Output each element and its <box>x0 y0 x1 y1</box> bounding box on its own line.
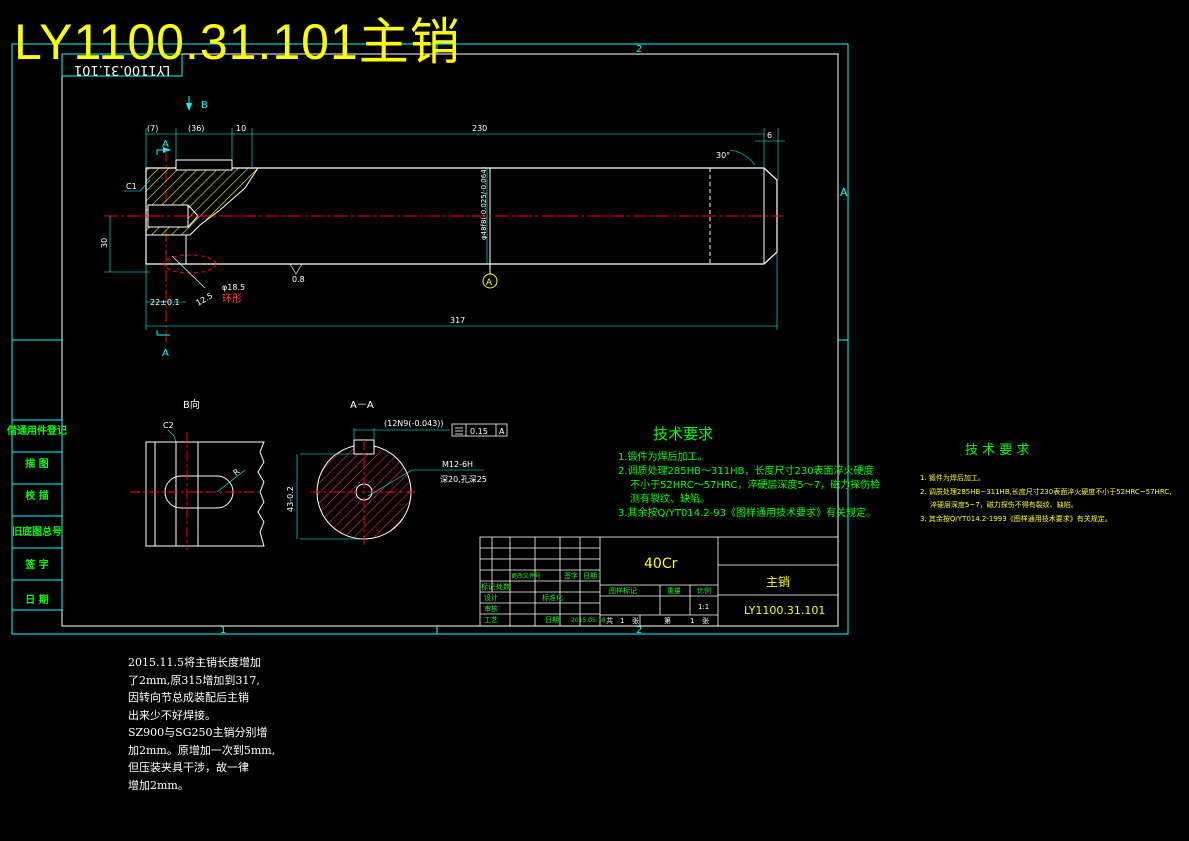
side-registry: 借通用件登记 描 图 校 描 旧底图总号 签 字 日 期 <box>6 419 67 611</box>
dim-keyway: (12N9(-0.043)) <box>384 419 444 428</box>
side-label-5: 日 期 <box>25 593 48 606</box>
material: 40Cr <box>644 556 678 572</box>
tech-req2-title: 技 术 要 求 <box>965 443 1029 458</box>
tech-req-line-0: 1.锻件为焊后加工。 <box>618 450 708 463</box>
section-a-bottom-label: A <box>162 348 169 359</box>
drawing-title: LY1100.31.101主销 <box>14 14 461 70</box>
tech-req-line-4: 3.其余按Q/YT014.2-93《图样通用技术要求》有关规定。 <box>618 506 876 519</box>
design-label: 设计 <box>484 593 498 602</box>
zone-bottom-1: 1 <box>220 625 226 636</box>
part-name: 主销 <box>766 575 790 589</box>
dim-317: 317 <box>450 316 465 325</box>
section-a-a[interactable]: A－A (12N9(-0.043)) 0.15 A 43-0.2 M12-6H … <box>286 400 508 548</box>
tech-req2-line-1: 2. 调质处理285HB~311HB,长度尺寸230表面淬火硬度不小于52HRC… <box>920 487 1171 496</box>
zone-bottom-2: 2 <box>636 625 642 636</box>
col-mark: 标记 <box>481 582 495 591</box>
dim-6: 6 <box>767 131 772 140</box>
review-label: 审核 <box>484 604 498 613</box>
section-title: A－A <box>350 400 374 411</box>
rough-125: 12.5 <box>195 291 215 308</box>
tech-req-line-1: 2.调质处理285HB～311HB，长度尺寸230表面淬火硬度 <box>618 464 874 477</box>
dim-r: R <box>232 467 242 478</box>
dim-36: (36) <box>188 124 204 133</box>
dim-30deg: 30° <box>716 151 730 160</box>
sheet-no-value: 1 <box>690 617 694 625</box>
tech-req-title: 技术要求 <box>653 425 713 443</box>
dim-7: (7) <box>147 124 158 133</box>
weight-label: 重量 <box>667 587 681 595</box>
tech-req2-line-0: 1. 锻件为焊后加工。 <box>920 473 985 482</box>
stamp-code: LY1100.31.101 <box>74 62 170 77</box>
col-doc: 更改文件号 <box>511 572 541 580</box>
dim-c1: C1 <box>126 182 137 191</box>
rough-08: 0.8 <box>292 275 305 284</box>
change-note: 2015.11.5将主销长度增加 了2mm,原315增加到317, 因转向节总成… <box>128 654 276 794</box>
side-label-2: 校 描 <box>25 489 48 502</box>
dim-43: 43-0.2 <box>286 486 295 512</box>
scale-label: 比例 <box>697 586 711 595</box>
zone-top-2: 2 <box>636 44 642 55</box>
total-label: 共 <box>606 616 613 625</box>
change-note-line: 出来少不好焊接。 <box>128 708 216 722</box>
drawing-frame: 2 1 2 A <box>11 43 849 636</box>
part-code: LY1100.31.101 <box>744 604 825 617</box>
total-value: 1 <box>620 617 624 625</box>
tol-value: 0.15 <box>470 427 488 436</box>
tech-req-line-3: 测有裂纹、缺陷。 <box>630 492 710 505</box>
change-note-line: 加2mm。原增加一次到5mm, <box>128 743 276 757</box>
tech-req2-line-3: 3. 其余按Q/YT014.2-1993《图样通用技术要求》有关规定。 <box>920 514 1112 523</box>
change-note-line: SZ900与SG250主销分别增 <box>128 726 268 739</box>
section-a-top-label: A <box>162 139 169 150</box>
side-label-4: 签 字 <box>24 558 48 571</box>
main-view[interactable]: B A A (7) (36) 10 230 6 <box>100 96 785 359</box>
dim-22: 22±0.1 <box>150 298 180 307</box>
change-note-line: 但压装夹具干涉，故一律 <box>128 761 249 774</box>
thread-depth: 深20,孔深25 <box>440 475 487 484</box>
std-label: 标准化 <box>542 593 563 602</box>
date-label: 日期 <box>545 616 559 624</box>
zone-side-a: A <box>840 186 848 199</box>
col-count: 处数 <box>496 582 510 591</box>
ring-label: 环形 <box>222 293 242 305</box>
title-block-text: 40Cr 主销 LY1100.31.101 标记 处数 更改文件号 签字 日期 … <box>481 556 825 625</box>
datum-a: A <box>486 278 493 288</box>
process-label: 工艺 <box>484 616 498 624</box>
side-label-3: 旧底图总号 <box>12 525 62 538</box>
change-note-line: 了2mm,原315增加到317, <box>128 673 260 687</box>
view-b[interactable]: B向 C2 R <box>130 398 265 550</box>
stamp-code-box: LY1100.31.101 <box>61 53 183 77</box>
dim-phi48: φ48f8(-0.025/-0.064) <box>480 166 488 240</box>
tech-requirements: 技术要求 1.锻件为焊后加工。 2.调质处理285HB～311HB，长度尺寸23… <box>618 425 880 519</box>
stage-label: 图样标记 <box>609 586 637 595</box>
col-date: 日期 <box>583 572 597 580</box>
sheet-label: 张 <box>632 616 639 625</box>
change-note-line: 增加2mm。 <box>128 778 189 792</box>
date-value: 2015.05.10 <box>571 617 606 624</box>
tech-requirements-2: 技 术 要 求 1. 锻件为焊后加工。 2. 调质处理285HB~311HB,长… <box>920 443 1171 523</box>
dim-c2: C2 <box>163 421 174 430</box>
dim-230: 230 <box>472 124 487 133</box>
change-note-line: 因转向节总成装配后主销 <box>128 691 249 704</box>
side-label-1: 描 图 <box>25 457 48 470</box>
scale-value: 1:1 <box>698 603 709 611</box>
thread-spec: M12-6H <box>442 460 473 469</box>
dim-30: 30 <box>100 238 109 248</box>
title-block[interactable] <box>479 536 839 627</box>
col-sign: 签字 <box>564 571 578 580</box>
sheet-no-label: 第 <box>664 616 671 625</box>
sheet-suffix: 张 <box>702 616 709 625</box>
tol-ref: A <box>499 427 505 436</box>
dim-10: 10 <box>236 124 246 133</box>
tech-req-line-2: 不小于52HRC～57HRC，淬硬层深度5～7，磁力探伤检 <box>630 478 880 491</box>
view-b-arrow-label: B <box>201 100 208 111</box>
view-b-title: B向 <box>183 398 200 411</box>
dim-phi185: φ18.5 <box>222 283 245 292</box>
tech-req2-line-2: 淬硬层深度5~7，磁力探伤不得有裂纹、缺陷。 <box>930 500 1078 509</box>
side-label-0: 借通用件登记 <box>6 424 67 437</box>
change-note-line: 2015.11.5将主销长度增加 <box>128 656 261 669</box>
